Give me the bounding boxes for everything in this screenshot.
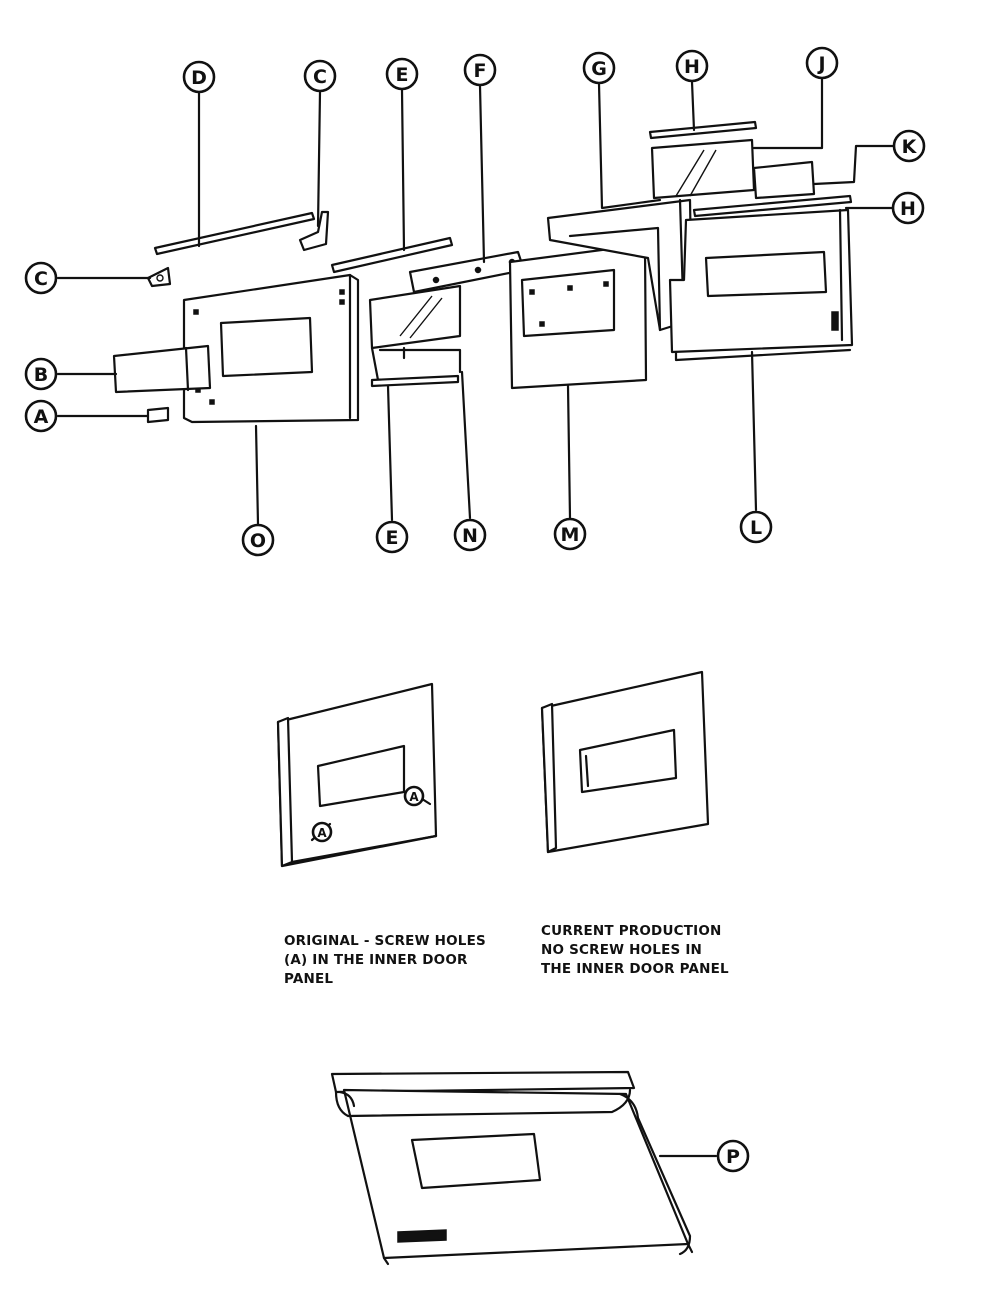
screw-hole-callout-upper bbox=[403, 785, 425, 807]
leader-l bbox=[750, 350, 758, 512]
part-h-top-rod bbox=[648, 120, 758, 140]
callout-b: B bbox=[24, 357, 58, 391]
svg-text:H: H bbox=[684, 56, 700, 78]
part-glass-n bbox=[368, 284, 462, 382]
callout-d: D bbox=[182, 60, 216, 94]
svg-text:K: K bbox=[902, 136, 918, 158]
svg-text:E: E bbox=[386, 527, 399, 549]
part-a-block bbox=[146, 406, 170, 424]
caption-current: CURRENT PRODUCTION NO SCREW HOLES IN THE… bbox=[541, 922, 729, 979]
svg-text:L: L bbox=[750, 517, 762, 539]
caption-original-line-3: PANEL bbox=[284, 971, 334, 987]
svg-text:J: J bbox=[816, 53, 825, 75]
svg-text:A: A bbox=[317, 826, 327, 840]
callout-l: L bbox=[739, 510, 773, 544]
leader-j bbox=[752, 76, 824, 150]
leader-c-top bbox=[316, 90, 322, 228]
svg-text:B: B bbox=[34, 364, 48, 386]
assembled-door-p bbox=[330, 1070, 694, 1266]
svg-text:D: D bbox=[191, 67, 207, 89]
screw-hole-callout-lower bbox=[311, 821, 333, 843]
part-c-bracket bbox=[298, 210, 330, 252]
inner-panel-original: A A bbox=[276, 682, 438, 868]
leader-o bbox=[254, 424, 260, 526]
leader-g bbox=[597, 82, 662, 210]
callout-g: G bbox=[582, 51, 616, 85]
svg-text:A: A bbox=[34, 406, 49, 428]
callout-o: O bbox=[241, 523, 275, 557]
inner-panel-current bbox=[540, 670, 710, 854]
part-h-right-rod bbox=[692, 194, 853, 218]
callout-n: N bbox=[453, 518, 487, 552]
part-o-panel bbox=[182, 273, 360, 424]
callout-a: A bbox=[24, 399, 58, 433]
callout-h-right: H bbox=[891, 191, 925, 225]
svg-text:M: M bbox=[561, 524, 580, 546]
part-j-glass bbox=[650, 138, 756, 200]
svg-text:P: P bbox=[726, 1146, 740, 1168]
svg-text:N: N bbox=[462, 525, 478, 547]
callout-k: K bbox=[892, 129, 926, 163]
callout-e-top: E bbox=[385, 57, 419, 91]
svg-text:C: C bbox=[34, 268, 48, 290]
svg-text:E: E bbox=[396, 64, 409, 86]
callout-c-top: C bbox=[303, 59, 337, 93]
caption-original-line-1: ORIGINAL - SCREW HOLES bbox=[284, 933, 486, 949]
callout-f: F bbox=[463, 53, 497, 87]
callout-c-left: C bbox=[24, 261, 58, 295]
leader-h-top bbox=[690, 80, 696, 132]
part-f-plate bbox=[408, 250, 526, 294]
leader-k bbox=[812, 144, 896, 186]
callout-h-top: H bbox=[675, 49, 709, 83]
part-m-panel bbox=[508, 243, 648, 390]
part-b-handle bbox=[112, 344, 212, 394]
leader-e-bottom bbox=[386, 384, 394, 522]
part-g-frame bbox=[546, 198, 694, 332]
callout-m: M bbox=[553, 517, 587, 551]
part-e-bottom-rod bbox=[370, 374, 460, 388]
svg-text:H: H bbox=[900, 198, 916, 220]
caption-current-line-3: THE INNER DOOR PANEL bbox=[541, 961, 729, 977]
part-c-clip bbox=[146, 266, 172, 288]
callout-j: J bbox=[805, 46, 839, 80]
svg-text:O: O bbox=[250, 530, 266, 552]
callout-p: P bbox=[716, 1139, 750, 1173]
part-k-insert bbox=[752, 160, 816, 200]
svg-text:F: F bbox=[474, 60, 487, 82]
leader-f bbox=[478, 84, 486, 264]
svg-text:C: C bbox=[313, 66, 327, 88]
caption-current-line-1: CURRENT PRODUCTION bbox=[541, 923, 722, 939]
caption-current-line-2: NO SCREW HOLES IN bbox=[541, 942, 703, 958]
caption-original-line-2: (A) IN THE INNER DOOR bbox=[284, 952, 468, 968]
svg-text:A: A bbox=[409, 790, 419, 804]
svg-text:G: G bbox=[591, 58, 607, 80]
part-e-top-rod bbox=[330, 236, 454, 274]
leader-m bbox=[566, 384, 572, 520]
part-d-rod bbox=[153, 211, 316, 256]
part-l-panel bbox=[668, 208, 854, 362]
caption-original: ORIGINAL - SCREW HOLES (A) IN THE INNER … bbox=[284, 932, 486, 989]
callout-e-bottom: E bbox=[375, 520, 409, 554]
leader-n bbox=[460, 370, 472, 520]
leader-e-top bbox=[400, 88, 406, 252]
